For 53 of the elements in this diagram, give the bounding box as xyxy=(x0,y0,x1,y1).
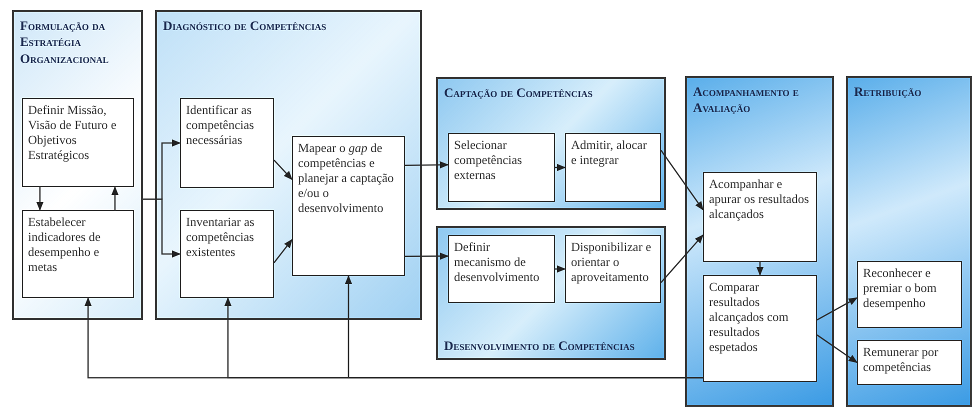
stage-panel xyxy=(685,76,834,407)
arrow xyxy=(555,265,566,273)
process-box xyxy=(703,172,817,262)
arrow xyxy=(816,334,858,364)
stage-heading: Desenvolvimento de Competências xyxy=(444,338,636,354)
stage-panel xyxy=(12,10,143,320)
step-text: Identificar as competências necessárias xyxy=(185,102,256,149)
arrow xyxy=(273,238,293,264)
arrow xyxy=(143,198,181,258)
process-box xyxy=(448,235,555,303)
arrow xyxy=(405,252,449,260)
step-text: Estabelecer indicadores de desempenho e metas xyxy=(27,214,102,276)
step-text: Inventariar as competências existentes xyxy=(185,214,256,261)
step-text: Definir mecanismo de desenvolvimento xyxy=(453,239,540,286)
process-box xyxy=(857,340,962,385)
step-text: Mapear o gap de competências e planejar a captação e/ou o desenvolvimento xyxy=(297,140,395,217)
process-box xyxy=(22,210,134,298)
arrow xyxy=(660,150,704,211)
stage-heading: Formulação da Estratégia Organizacional xyxy=(20,18,110,67)
step-text: Reconhecer e premiar o bom desempenho xyxy=(862,265,938,312)
arrow xyxy=(660,234,704,284)
stage-panel xyxy=(436,77,666,210)
arrow xyxy=(36,187,44,211)
process-box xyxy=(180,210,274,298)
step-text: Remunerar por competências xyxy=(862,344,940,376)
arrow xyxy=(344,275,703,378)
step-text: Selecionar competências externas xyxy=(453,137,524,184)
arrow xyxy=(404,161,449,168)
process-box xyxy=(292,136,405,276)
stage-panel xyxy=(436,226,666,360)
process-box xyxy=(565,235,661,303)
arrow xyxy=(555,164,566,172)
stage-heading: Captação de Competências xyxy=(444,85,594,102)
stage-panel xyxy=(846,76,972,407)
process-box xyxy=(448,133,555,202)
stage-heading: Retribuição xyxy=(854,84,922,100)
step-text: Definir Missão, Visão de Futuro e Objetivos Estratégicos xyxy=(27,102,118,164)
step-text: Acompanhar e apurar os resultados alcançados xyxy=(708,176,810,223)
arrow xyxy=(756,262,764,276)
step-text: Admitir, alocar e integrar xyxy=(570,137,648,169)
arrow xyxy=(111,186,119,210)
process-box xyxy=(565,133,661,202)
process-box xyxy=(857,261,962,328)
process-box xyxy=(703,275,817,382)
arrow xyxy=(816,297,858,320)
arrow xyxy=(274,160,293,180)
stage-panel xyxy=(155,10,422,320)
process-box xyxy=(22,98,134,187)
step-text: Comparar resultados alcançados com resultados espetados xyxy=(708,279,790,356)
process-box xyxy=(180,98,274,188)
stage-heading: Acompanhamento e Avaliação xyxy=(693,84,800,116)
step-text: Disponibilizar e orientar o aproveitamento xyxy=(570,239,652,286)
stage-heading: Diagnóstico de Competências xyxy=(163,18,328,34)
